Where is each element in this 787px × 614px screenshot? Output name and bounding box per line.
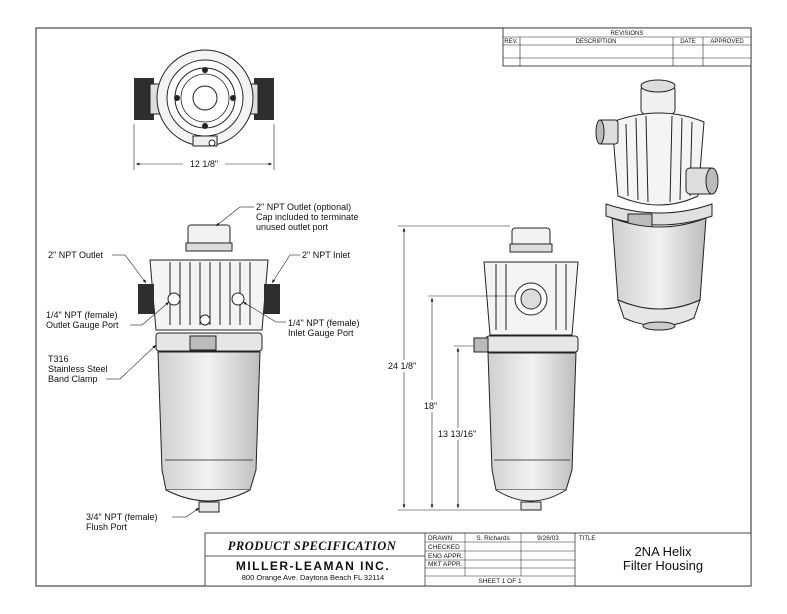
svg-text:Inlet Gauge Port: Inlet Gauge Port [288, 328, 354, 338]
row-drawn: DRAWN [428, 535, 453, 542]
callout-inlet-gauge-port: 1/4" NPT (female) Inlet Gauge Port [242, 301, 360, 338]
svg-text:Cap included to terminate: Cap included to terminate [256, 212, 359, 222]
company-address: 800 Orange Ave. Daytona Beach FL 32114 [242, 573, 384, 582]
front-view-drawing [138, 224, 280, 513]
revisions-col-description: DESCRIPTION [575, 39, 616, 45]
isometric-view-drawing [595, 79, 719, 331]
revisions-col-date: DATE [680, 39, 696, 45]
svg-text:2" NPT Inlet: 2" NPT Inlet [302, 250, 351, 260]
drawn-by: S. Richards [476, 535, 510, 542]
side-view-drawing [473, 227, 579, 511]
revisions-col-rev: REV. [504, 39, 518, 45]
row-checked: CHECKED [428, 544, 460, 551]
callout-npt-outlet-optional: 2" NPT Outlet (optional) Cap included to… [215, 202, 359, 232]
callout-flush-port: 3/4" NPT (female) Flush Port [86, 507, 200, 532]
svg-text:2" NPT Outlet (optional): 2" NPT Outlet (optional) [256, 202, 351, 212]
svg-text:2" NPT Outlet: 2" NPT Outlet [48, 250, 104, 260]
row-eng-appr: ENG APPR. [428, 553, 463, 560]
title-label: TITLE [579, 536, 595, 542]
sheet-number: SHEET 1 OF 1 [478, 578, 522, 585]
dimension-width: 12 1/8" [190, 159, 218, 169]
callout-outlet-gauge-port: 1/4" NPT (female) Outlet Gauge Port [46, 301, 170, 330]
row-mkt-appr: MKT APPR. [428, 561, 463, 568]
svg-text:Outlet Gauge Port: Outlet Gauge Port [46, 320, 119, 330]
drawn-date: 9/26/03 [537, 535, 559, 542]
svg-text:unused outlet port: unused outlet port [256, 222, 329, 232]
svg-text:1/4" NPT (female): 1/4" NPT (female) [46, 310, 118, 320]
callout-npt-outlet: 2" NPT Outlet [48, 250, 147, 284]
drawing-title-line-1: 2NA Helix [634, 544, 692, 559]
drawing-title-line-2: Filter Housing [623, 558, 703, 573]
callout-band-clamp: T316 Stainless Steel Band Clamp [48, 344, 157, 384]
svg-text:Stainless Steel: Stainless Steel [48, 364, 108, 374]
revisions-title: REVISIONS [611, 31, 644, 37]
title-block: PRODUCT SPECIFICATION MILLER-LEAMAN INC.… [204, 532, 752, 587]
revisions-table: REVISIONS REV. DESCRIPTION DATE APPROVED [502, 27, 752, 67]
product-specification-heading: PRODUCT SPECIFICATION [228, 539, 397, 553]
svg-text:T316: T316 [48, 354, 69, 364]
dimension-overall-height: 24 1/8" [388, 361, 416, 371]
dimension-outlet-height: 18" [424, 401, 437, 411]
svg-text:Flush Port: Flush Port [86, 522, 128, 532]
callout-npt-inlet: 2" NPT Inlet [271, 250, 351, 284]
svg-text:1/4" NPT (female): 1/4" NPT (female) [288, 318, 360, 328]
dimension-clamp-height: 13 13/16" [438, 429, 476, 439]
top-view-drawing [134, 49, 274, 147]
revisions-col-approved: APPROVED [710, 39, 744, 45]
svg-text:Band Clamp: Band Clamp [48, 374, 98, 384]
company-name: MILLER-LEAMAN INC. [236, 559, 390, 573]
svg-text:3/4" NPT (female): 3/4" NPT (female) [86, 512, 158, 522]
